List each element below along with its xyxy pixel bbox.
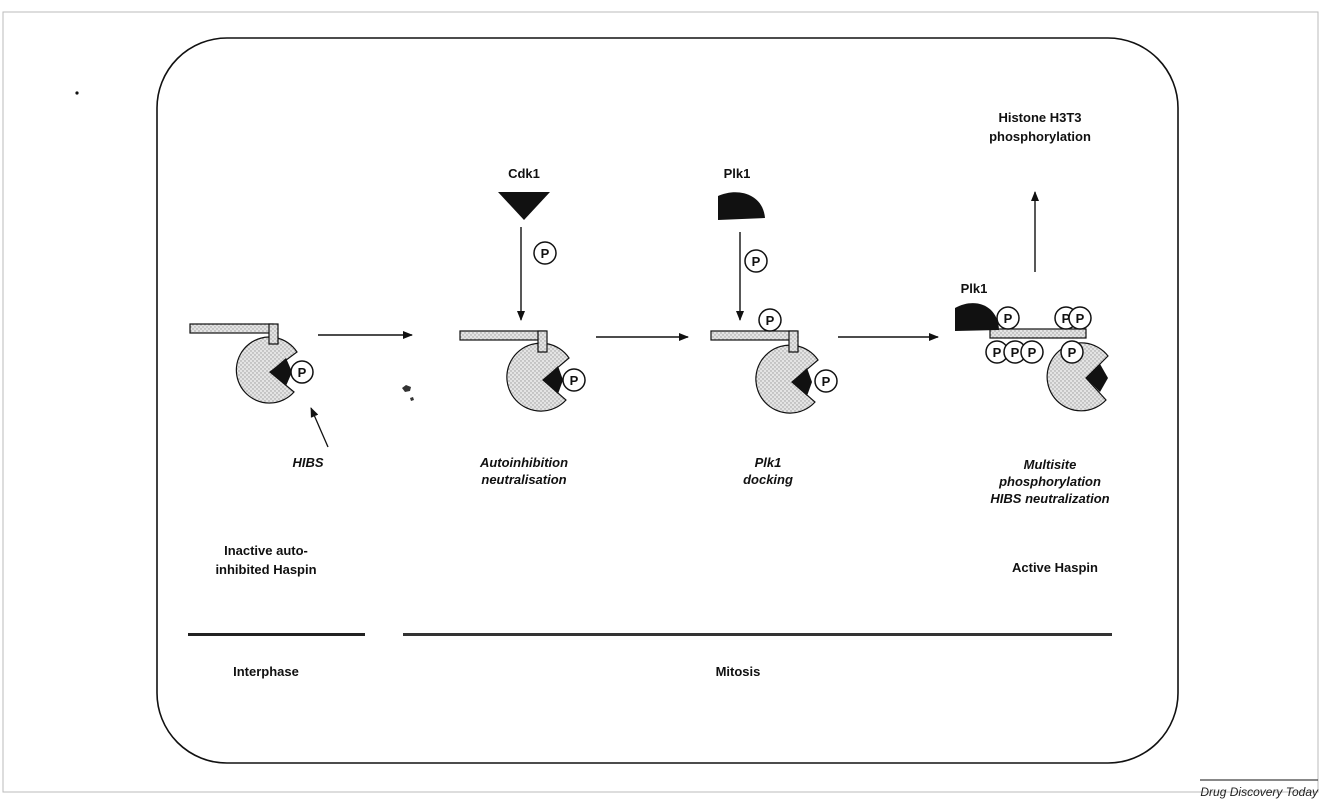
step2-annotation-line1: Autoinhibition — [479, 455, 568, 470]
phospho-label: P — [1028, 345, 1037, 360]
haspin-inactive: P — [189, 323, 314, 404]
hibs-segment — [543, 366, 563, 394]
phospho-label: P — [766, 313, 775, 328]
step2-annotation-line2: neutralisation — [481, 472, 566, 487]
active-state-label: Active Haspin — [1012, 560, 1098, 575]
phospho-site — [290, 360, 314, 384]
haspin-linker — [537, 330, 548, 353]
haspin-linker — [268, 323, 279, 345]
interphase-label: Interphase — [233, 664, 299, 679]
plk1-phospho — [744, 249, 768, 273]
cdk1-phospho — [533, 241, 557, 265]
plk1-phospho-label: P — [752, 254, 761, 269]
phospho-site — [1060, 340, 1084, 364]
plk1-shape — [718, 192, 765, 220]
mitosis-label: Mitosis — [716, 664, 761, 679]
scan-smudge — [402, 385, 414, 401]
scan-speck — [75, 91, 79, 95]
step4-annotation-line1: Multisite — [1024, 457, 1077, 472]
phospho-label: P — [1076, 311, 1085, 326]
hibs-segment — [792, 368, 812, 396]
haspin-n-terminal-arm — [189, 323, 274, 334]
step4-annotation-line3: HIBS neutralization — [990, 491, 1109, 506]
page-frame — [2, 11, 1319, 793]
mitosis-bar — [403, 633, 1112, 636]
hibs-pointer-arrow — [310, 407, 329, 448]
haspin-n-terminal-arm — [459, 330, 547, 341]
phospho-site — [996, 306, 1020, 330]
step4-annotation-line2: phosphorylation — [998, 474, 1101, 489]
haspin-n-terminal-arm — [710, 330, 798, 341]
plk1-bound-shape — [955, 303, 999, 331]
phospho-site — [1068, 306, 1092, 330]
cdk1-label: Cdk1 — [508, 166, 540, 181]
step3-annotation-line2: docking — [743, 472, 793, 487]
cdk1-phospho-label: P — [541, 246, 550, 261]
phospho-label: P — [1011, 345, 1020, 360]
step3-annotation-line1: Plk1 — [755, 455, 782, 470]
interphase-bar — [188, 633, 365, 636]
haspin-n-terminal-arm — [989, 328, 1087, 339]
plk1-label: Plk1 — [724, 166, 751, 181]
phospho-label: P — [1004, 311, 1013, 326]
credit-label: Drug Discovery Today — [1200, 785, 1319, 799]
hibs-segment — [270, 358, 292, 386]
cdk1-triangle — [498, 192, 550, 220]
phospho-site — [562, 368, 586, 392]
histone-output-line2: phosphorylation — [989, 129, 1091, 144]
phospho-label: P — [570, 373, 579, 388]
diagram-panel — [156, 37, 1179, 764]
phospho-site — [1020, 340, 1044, 364]
haspin-state-3: P P — [710, 308, 838, 414]
phospho-label: P — [993, 345, 1002, 360]
plk1-docking-phospho — [758, 308, 782, 332]
phospho-label: P — [298, 365, 307, 380]
phospho-label: P — [1068, 345, 1077, 360]
hibs-segment — [1086, 364, 1108, 392]
haspin-kinase-domain — [1046, 342, 1109, 412]
haspin-state-2: P — [459, 330, 586, 412]
histone-output-line1: Histone H3T3 — [998, 110, 1081, 125]
phospho-label: P — [1062, 311, 1071, 326]
haspin-active: P P P P P P P — [955, 303, 1109, 412]
plk1-bound-label: Plk1 — [961, 281, 988, 296]
inactive-state-label-line1: Inactive auto- — [224, 543, 308, 558]
haspin-linker — [788, 330, 799, 353]
inactive-state-label-line2: inhibited Haspin — [215, 562, 316, 577]
phospho-label: P — [822, 374, 831, 389]
phospho-site — [814, 369, 838, 393]
hibs-annotation: HIBS — [292, 455, 323, 470]
